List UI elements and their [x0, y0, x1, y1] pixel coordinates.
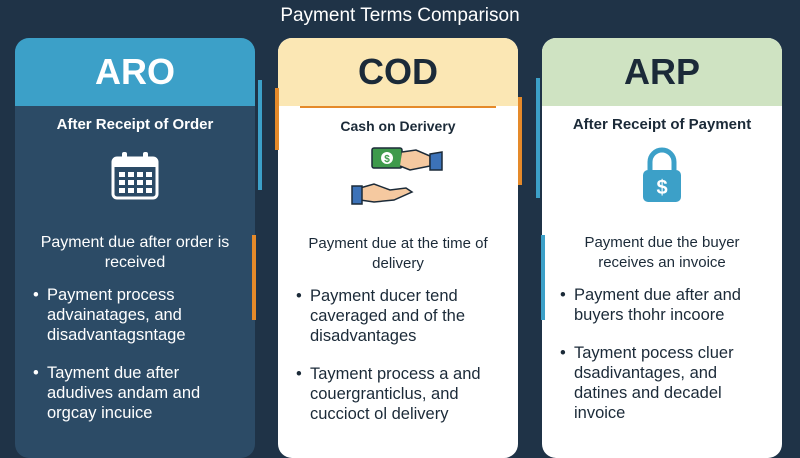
accent-bar-orange — [252, 235, 256, 320]
card-subtitle-cod: Cash on Derivery — [340, 118, 456, 134]
card-abbr-cod: COD — [358, 51, 438, 92]
header-divider — [300, 106, 496, 108]
bullet-dot: • — [296, 365, 302, 383]
calendar-icon — [15, 141, 255, 211]
card-header-aro: ARO — [15, 38, 255, 106]
bullet-text: Payment due after and buyers thohr incoo… — [574, 286, 741, 324]
card-abbr-arp: ARP — [623, 51, 700, 92]
accent-bar-orange — [275, 88, 279, 150]
bullet-dot: • — [33, 286, 39, 304]
card-description-aro: Payment due after order is received — [40, 234, 230, 271]
card-description-arp: Payment due the buyer receives an invoic… — [584, 234, 740, 271]
bullet-dot: • — [560, 286, 566, 304]
cash-handoff-icon: $ — [278, 142, 518, 212]
card-header-cod: COD — [278, 38, 518, 106]
card-cod: COD Cash on Derivery $ Payment due at th… — [278, 38, 518, 458]
bullet-text: Tayment pocess cluer dsadivantages, and … — [574, 344, 734, 422]
bullet-text: Payment process advainatages, and disadv… — [47, 286, 186, 344]
bullet-list-cod: • Payment ducer tend caveraged and of the… — [278, 286, 518, 424]
accent-bar-orange — [518, 97, 522, 185]
page-title: Payment Terms Comparison — [280, 5, 520, 26]
dollar-lock-icon: $ — [542, 141, 782, 211]
bullet-text: Tayment process a and couergranticlus, a… — [310, 365, 481, 423]
list-item: • Payment ducer tend caveraged and of the… — [296, 286, 508, 346]
card-abbr-aro: ARO — [95, 51, 175, 92]
accent-bar-blue — [536, 78, 540, 198]
card-header-arp: ARP — [542, 38, 782, 106]
card-aro: ARO After Receipt of Order Payment due a… — [15, 38, 255, 458]
bullet-dot: • — [296, 287, 302, 305]
bullet-dot: • — [33, 364, 39, 382]
list-item: • Tayment due after adudives andam and or… — [33, 363, 245, 423]
list-item: • Tayment process a and couergranticlus, … — [296, 364, 508, 424]
bullet-list-aro: • Payment process advainatages, and disad… — [15, 285, 255, 423]
bullet-text: Payment ducer tend caveraged and of the … — [310, 287, 466, 345]
card-arp: ARP After Receipt of Payment $ Payment d… — [542, 38, 782, 458]
bullet-list-arp: • Payment due after and buyers thohr inco… — [542, 285, 782, 423]
svg-text:$: $ — [656, 177, 667, 199]
svg-text:$: $ — [384, 154, 390, 165]
card-description-cod: Payment due at the time of delivery — [308, 235, 488, 272]
accent-bar-blue — [541, 235, 545, 320]
list-item: • Payment process advainatages, and disad… — [33, 285, 245, 345]
bullet-text: Tayment due after adudives andam and org… — [47, 364, 201, 422]
bullet-dot: • — [560, 344, 566, 362]
accent-bar-blue — [258, 80, 262, 190]
card-subtitle-aro: After Receipt of Order — [56, 116, 214, 133]
card-subtitle-arp: After Receipt of Payment — [572, 116, 752, 133]
list-item: • Tayment pocess cluer dsadivantages, and… — [560, 343, 772, 423]
list-item: • Payment due after and buyers thohr inco… — [560, 285, 772, 325]
